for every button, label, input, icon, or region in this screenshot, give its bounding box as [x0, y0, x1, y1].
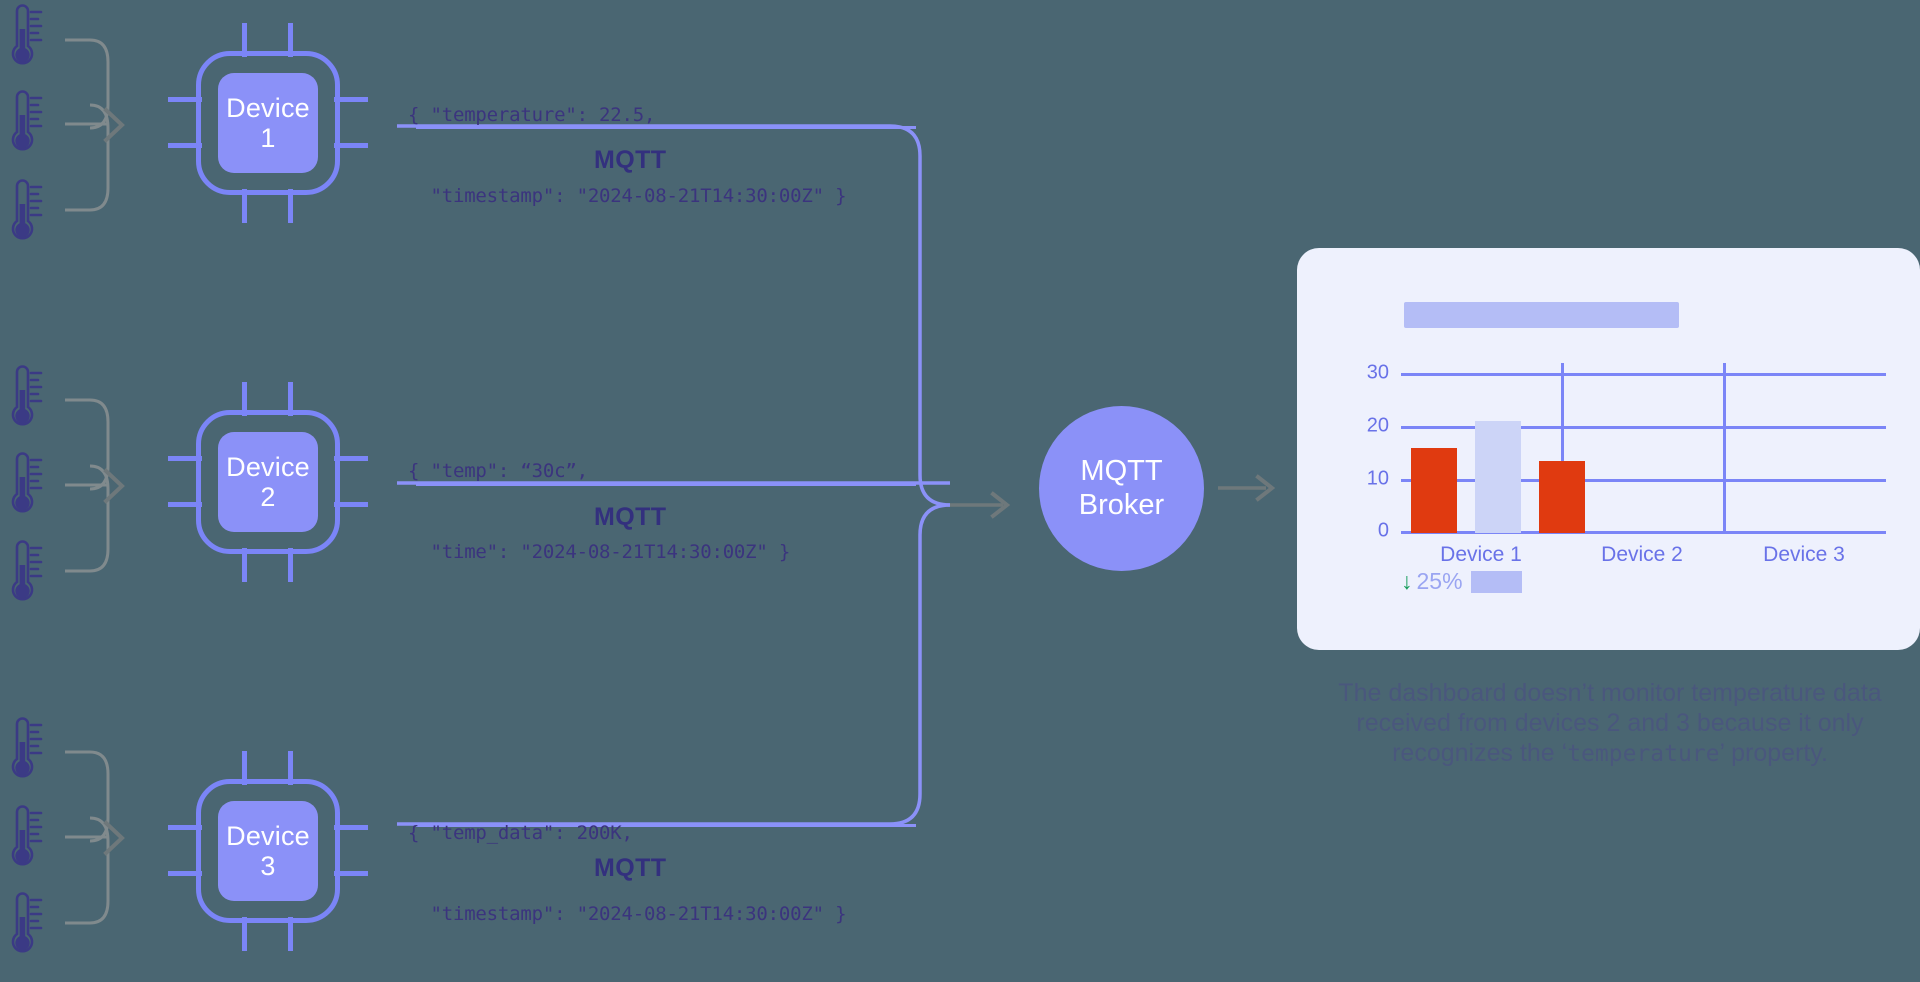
thermometer-icon	[4, 715, 44, 787]
y-tick-label: 0	[1377, 519, 1389, 542]
device-chip-1[interactable]: Device 1	[168, 23, 368, 223]
chip-core: Device 1	[218, 73, 318, 173]
broker-line1: MQTT	[1080, 455, 1163, 488]
payload-device-1: { "temperature": 22.5, "timestamp": "202…	[408, 48, 847, 264]
y-tick-label: 10	[1366, 467, 1389, 490]
chip-outline	[196, 410, 340, 554]
mqtt-label-1: MQTT	[594, 146, 667, 174]
category-separator	[1561, 363, 1564, 533]
x-tick-label-device-1: Device 1	[1440, 543, 1522, 566]
thermometer-icon	[4, 890, 44, 962]
dashboard-title-placeholder	[1404, 302, 1679, 328]
thermometer-icon	[4, 450, 44, 522]
dashboard-caption: The dashboard doesn’t monitor temperatur…	[1295, 678, 1920, 769]
x-tick-label-device-3: Device 3	[1763, 543, 1845, 566]
delta-value: 25%	[1416, 568, 1463, 594]
chip-outline	[196, 779, 340, 923]
device-name-line2: 2	[260, 482, 276, 512]
broker-to-dashboard-arrow	[1218, 474, 1276, 502]
payload-rule-3	[416, 824, 916, 827]
bar-chart: 30 20 10 0 Device 1 Device 2 Device 3	[1367, 362, 1886, 566]
payload-line: { "temp_data": 200K,	[408, 822, 633, 844]
bar-series-1	[1411, 448, 1457, 533]
device-name-line2: 3	[260, 851, 276, 881]
thermometer-icon	[4, 2, 44, 74]
sensor-arrow-heads	[103, 107, 125, 856]
bar-series-2	[1475, 421, 1521, 533]
x-tick-label-device-2: Device 2	[1601, 543, 1683, 566]
payload-line: { "temperature": 22.5,	[408, 104, 656, 126]
payload-device-3: { "temp_data": 200K, "timestamp": "2024-…	[408, 766, 847, 982]
mqtt-broker-node[interactable]: MQTT Broker	[1039, 406, 1204, 571]
broker-line2: Broker	[1078, 488, 1165, 521]
payload-device-2: { "temp": “30c”, "time": "2024-08-21T14:…	[408, 404, 790, 620]
delta-indicator: ↓ 25%	[1401, 568, 1522, 595]
axis-baseline: 0	[1378, 520, 1886, 542]
dashboard-card[interactable]: 30 20 10 0 Device 1 Device 2 Device 3	[1297, 248, 1920, 650]
caption-part1: The dashboard doesn’t monitor temperatur…	[1338, 679, 1882, 767]
payload-line: "time": "2024-08-21T14:30:00Z" }	[408, 541, 791, 563]
payload-rule-1	[416, 126, 916, 129]
delta-placeholder-bar	[1470, 570, 1522, 593]
arrow-down-icon: ↓	[1401, 568, 1413, 594]
device-name-line1: Device	[226, 820, 310, 851]
chip-core: Device 2	[218, 432, 318, 532]
payload-line: "timestamp": "2024-08-21T14:30:00Z" }	[408, 185, 847, 207]
y-tick-label: 30	[1366, 361, 1389, 384]
caption-code: temperature	[1567, 741, 1720, 767]
chip-outline	[196, 51, 340, 195]
sensor-connector-lines	[65, 38, 110, 925]
device-chip-2[interactable]: Device 2	[168, 382, 368, 582]
gridline-10: 10	[1367, 468, 1886, 490]
device-name-line1: Device	[226, 451, 310, 482]
payload-line: "timestamp": "2024-08-21T14:30:00Z" }	[408, 903, 847, 925]
mqtt-label-3: MQTT	[594, 854, 667, 882]
mqtt-label-2: MQTT	[594, 503, 667, 531]
payload-line: { "temp": “30c”,	[408, 460, 588, 482]
chip-core: Device 3	[218, 801, 318, 901]
gridline-30: 30	[1367, 362, 1886, 384]
thermometer-icon	[4, 803, 44, 875]
thermometer-icon	[4, 88, 44, 160]
device-chip-3[interactable]: Device 3	[168, 751, 368, 951]
device-name-line2: 1	[260, 123, 276, 153]
gridline-20: 20	[1367, 415, 1886, 437]
bar-series-3	[1539, 461, 1585, 533]
thermometer-icon	[4, 538, 44, 610]
thermometer-icon	[4, 177, 44, 249]
caption-part2: ’ property.	[1719, 739, 1828, 767]
thermometer-icon	[4, 363, 44, 435]
category-separator	[1723, 363, 1726, 533]
device-name-line1: Device	[226, 92, 310, 123]
y-tick-label: 20	[1366, 414, 1389, 437]
payload-rule-2	[416, 483, 916, 486]
